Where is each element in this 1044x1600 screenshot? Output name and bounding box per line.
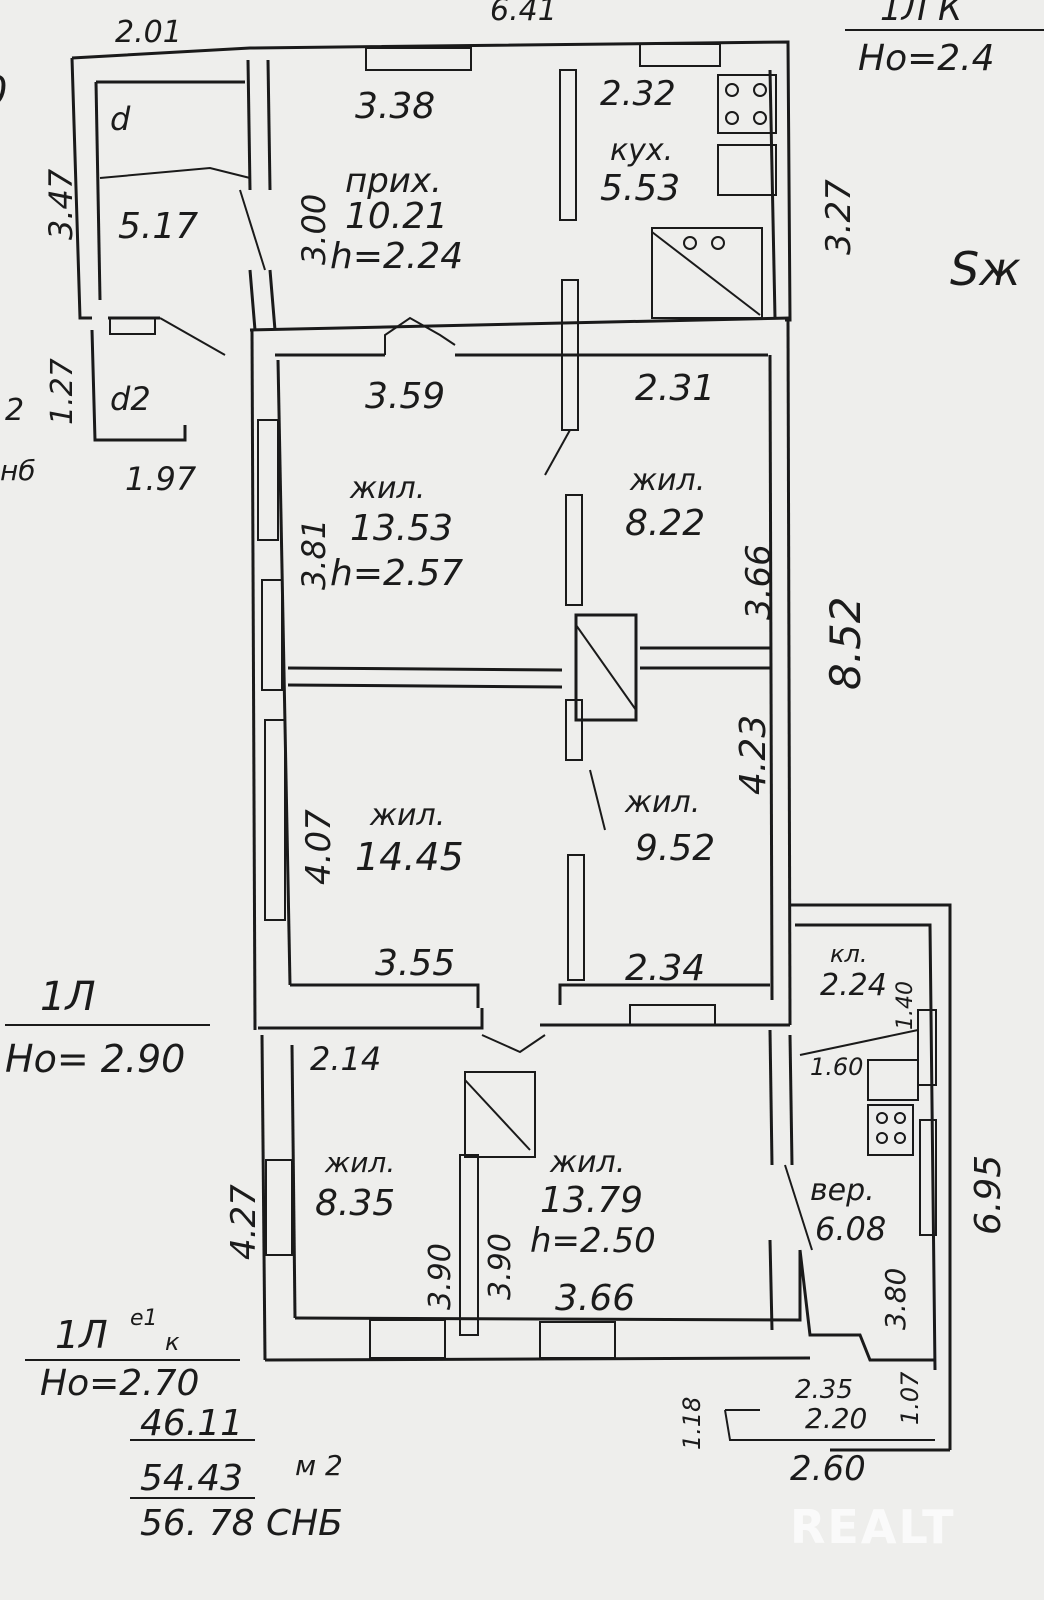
top-center-label: 6.41	[490, 0, 557, 28]
porch-d3: 1.07	[896, 1371, 924, 1425]
total-c: 56. 78 СНБ	[140, 1503, 343, 1544]
edge-right-label: Sж	[950, 242, 1021, 296]
pantry2-dim-w: 1.97	[125, 460, 197, 498]
veranda-area: 6.08	[815, 1210, 886, 1248]
legend2-mark: 1Л	[55, 1313, 108, 1357]
side-label-nb: нб	[0, 454, 36, 487]
legend2-ho: Ho=2.70	[40, 1363, 199, 1404]
living1-width: 3.59	[365, 376, 445, 417]
living3-depth: 4.07	[299, 809, 339, 885]
closet-name: кл.	[830, 940, 867, 968]
pantry1-dim: 3.47	[42, 168, 80, 240]
living6-area: 13.79	[540, 1180, 643, 1221]
living3-name: жил.	[369, 798, 445, 833]
watermark-logo: REALT	[790, 1500, 956, 1554]
living5-width: 2.14	[310, 1040, 381, 1078]
hall-name: прих.	[345, 161, 442, 201]
porch-d4: 1.18	[678, 1397, 706, 1450]
living6-name: жил.	[549, 1145, 625, 1180]
living1-name: жил.	[349, 471, 425, 506]
hall-area: 10.21	[345, 196, 448, 237]
porch-d2: 2.20	[805, 1402, 867, 1435]
pantry2-dim-h: 1.27	[45, 358, 80, 425]
top-left-label: 2.01	[115, 15, 182, 50]
side-label-2: 2	[5, 393, 24, 428]
total-unit: м 2	[295, 1449, 343, 1482]
living2-name: жил.	[629, 463, 705, 498]
top-right-ho: Ho=2.4	[858, 38, 995, 79]
living5-depth: 4.27	[224, 1184, 264, 1260]
living3-area: 14.45	[355, 835, 464, 879]
living5-area: 8.35	[315, 1183, 395, 1224]
pantry1-id: d	[110, 100, 131, 138]
kitchen-depth: 3.27	[819, 179, 859, 255]
porch-width: 2.60	[790, 1449, 866, 1489]
legend2-sup: e1	[130, 1306, 158, 1331]
living5-depth2: 3.90	[423, 1243, 458, 1310]
kitchen-name: кух.	[610, 133, 673, 168]
closet-area: 2.24	[820, 968, 887, 1003]
pantry1-area: 5.17	[118, 206, 198, 247]
living1-depth: 3.81	[295, 519, 333, 590]
kitchen-width: 2.32	[600, 74, 676, 114]
living1-height: h=2.57	[330, 553, 463, 594]
total-a: 46.11	[140, 1403, 243, 1444]
kitchen-area: 5.53	[600, 168, 680, 209]
living6-depth: 3.90	[483, 1233, 518, 1300]
living2-area: 8.22	[625, 503, 705, 544]
legend1-ho: Ho= 2.90	[5, 1037, 185, 1081]
living4-name: жил.	[624, 785, 700, 820]
living5-name: жил.	[324, 1146, 395, 1179]
living4-depth: 4.23	[733, 715, 774, 795]
total-b: 54.43	[140, 1458, 243, 1499]
veranda-total: 6.95	[968, 1155, 1009, 1235]
top-right-mark: 1Л К	[880, 0, 964, 29]
legend1-mark: 1Л	[40, 974, 96, 1020]
living1-area: 13.53	[350, 508, 453, 549]
hall-height: h=2.24	[330, 236, 463, 277]
veranda-name: вер.	[810, 1173, 875, 1208]
living2-width: 2.31	[635, 368, 715, 409]
legend2-sub: к	[165, 1328, 180, 1356]
living3-width: 3.55	[375, 943, 455, 984]
hall-width: 3.38	[355, 86, 435, 127]
closet-d2: 1.60	[810, 1053, 863, 1081]
edge-left-label: 0	[0, 69, 7, 115]
veranda-depth: 3.80	[879, 1268, 912, 1330]
living4-width: 2.34	[625, 948, 705, 989]
living2-depth: 3.66	[739, 544, 779, 620]
living6-width: 3.66	[555, 1278, 635, 1319]
hall-depth: 3.00	[295, 194, 333, 265]
overall-depth: 8.52	[821, 596, 870, 690]
living4-area: 9.52	[635, 828, 715, 869]
labels: 2.01 6.41 1Л К Ho=2.4 0 Sж 2 нб d 5.17 3…	[0, 0, 1021, 1544]
closet-d1: 1.40	[893, 981, 918, 1030]
porch-d1: 2.35	[795, 1375, 853, 1405]
pantry2-id: d2	[110, 380, 151, 418]
walls	[5, 29, 1044, 1499]
living6-height: h=2.50	[530, 1221, 656, 1261]
